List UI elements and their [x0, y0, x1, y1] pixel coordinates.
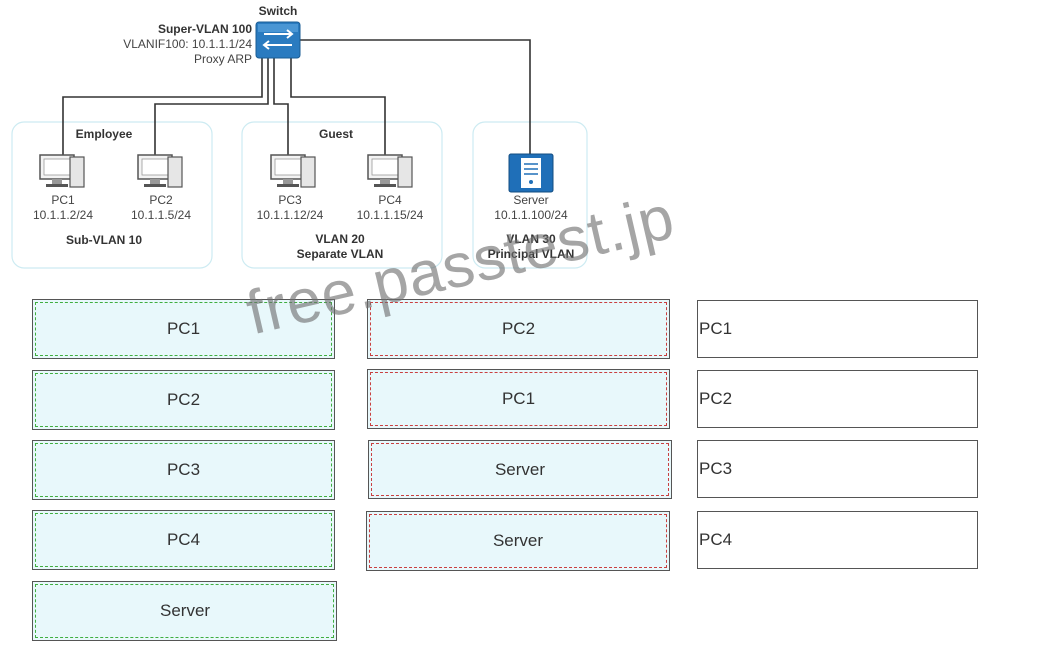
- option-label: Server: [160, 601, 211, 620]
- link-pc3: [273, 57, 289, 157]
- host-ip: 10.1.1.100/24: [494, 208, 568, 222]
- host-name: PC4: [378, 193, 402, 207]
- target-label: PC4: [699, 530, 733, 549]
- pc-icon: [137, 154, 183, 188]
- target-row-pc1[interactable]: PC1: [697, 300, 978, 358]
- option-label: PC1: [166, 319, 201, 338]
- pc-icon: [39, 154, 85, 188]
- answer-slot-1[interactable]: PC2: [367, 299, 670, 359]
- target-row-pc2[interactable]: PC2: [697, 370, 978, 428]
- answer-label: PC1: [501, 389, 536, 408]
- group-footer: Principal VLAN: [488, 247, 575, 261]
- source-option-pc2[interactable]: PC2: [32, 370, 335, 430]
- target-label: PC2: [699, 389, 733, 408]
- group-footer: Sub-VLAN 10: [66, 233, 142, 247]
- network-topology: Switch Super-VLAN 100 VLANIF100: 10.1.1.…: [11, 4, 588, 269]
- group-header-employee: Employee: [76, 127, 133, 141]
- option-label: PC2: [166, 390, 201, 409]
- target-row-pc4[interactable]: PC4: [697, 511, 978, 569]
- proxy-arp-label: Proxy ARP: [194, 52, 252, 66]
- link-pc1: [62, 57, 263, 157]
- host-name: PC3: [278, 193, 302, 207]
- answer-label: Server: [492, 531, 544, 550]
- option-label: PC3: [166, 460, 201, 479]
- vlanif-label: VLANIF100: 10.1.1.1/24: [123, 37, 252, 51]
- group-footer: Separate VLAN: [297, 247, 384, 261]
- link-server: [300, 39, 531, 156]
- answer-slot-4[interactable]: Server: [366, 511, 670, 571]
- answer-slot-3[interactable]: Server: [368, 440, 672, 499]
- host-ip: 10.1.1.2/24: [33, 208, 93, 222]
- link-pc2: [154, 57, 269, 157]
- switch-icon: [255, 21, 301, 59]
- pc-icon: [367, 154, 413, 188]
- group-footer: VLAN 20: [315, 232, 365, 246]
- links: [62, 39, 531, 157]
- pc-icon: [270, 154, 316, 188]
- target-row-pc3[interactable]: PC3: [697, 440, 978, 498]
- host-ip: 10.1.1.15/24: [357, 208, 424, 222]
- host-name: PC1: [51, 193, 75, 207]
- source-option-pc1[interactable]: PC1: [32, 299, 335, 359]
- answer-slot-2[interactable]: PC1: [367, 369, 670, 429]
- super-vlan-label: Super-VLAN 100: [158, 22, 252, 36]
- group-header-guest: Guest: [319, 127, 353, 141]
- link-pc4: [290, 57, 386, 157]
- option-label: PC4: [166, 530, 201, 549]
- target-label: PC1: [699, 319, 733, 338]
- source-option-server[interactable]: Server: [32, 581, 337, 641]
- host-name: Server: [513, 193, 548, 207]
- host-ip: 10.1.1.5/24: [131, 208, 191, 222]
- host-ip: 10.1.1.12/24: [257, 208, 324, 222]
- server-icon: [508, 153, 554, 193]
- host-name: PC2: [149, 193, 173, 207]
- source-option-pc4[interactable]: PC4: [32, 510, 335, 570]
- group-footer: VLAN 30: [506, 232, 556, 246]
- answer-label: PC2: [501, 319, 536, 338]
- switch-label: Switch: [259, 4, 298, 18]
- target-label: PC3: [699, 459, 733, 478]
- answer-label: Server: [494, 459, 546, 479]
- source-option-pc3[interactable]: PC3: [32, 440, 335, 500]
